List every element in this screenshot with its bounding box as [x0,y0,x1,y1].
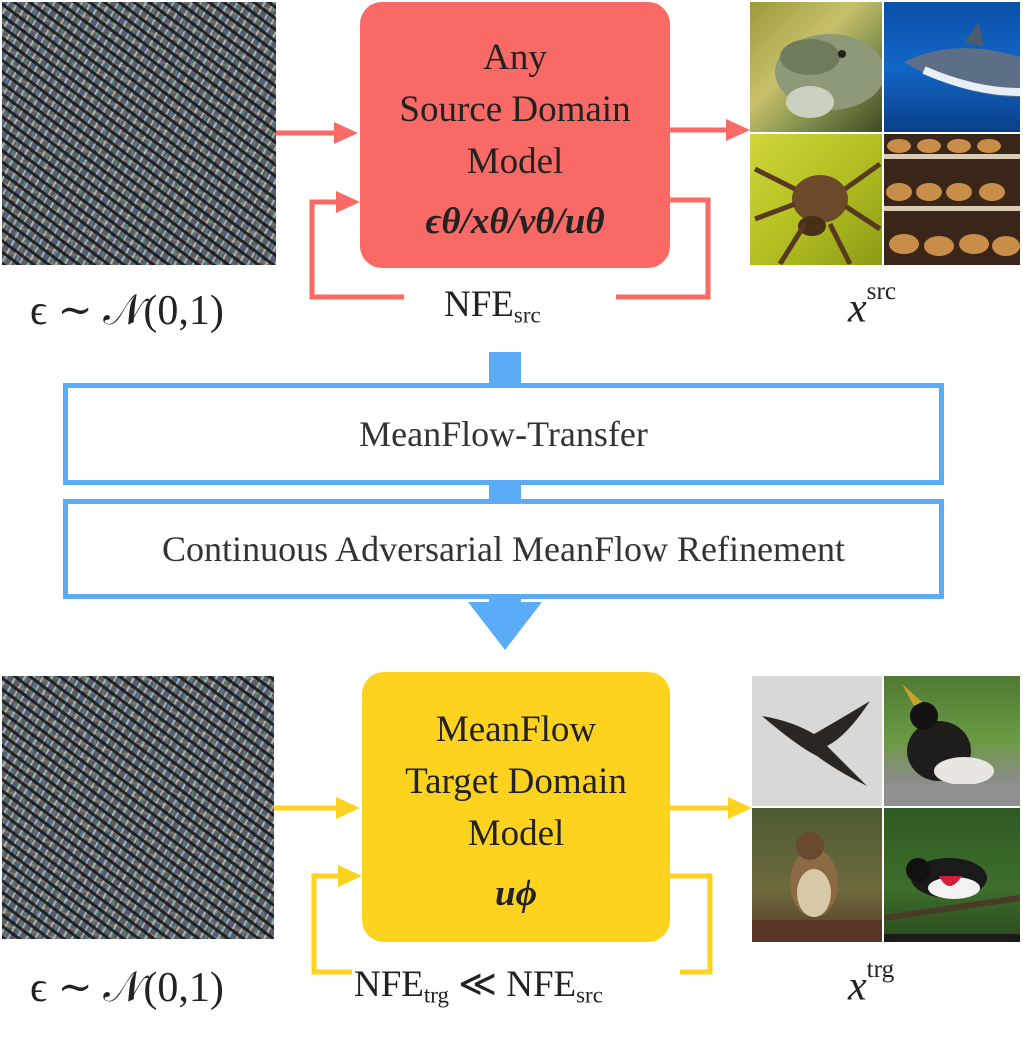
stage-1-label: MeanFlow-Transfer [359,414,648,454]
nfe-src-sub: src [513,302,541,328]
source-domain-model-box: Any Source Domain Model ϵθ/xθ/vθ/uθ [360,2,670,268]
nfe-trg-label: NFEtrg ≪ NFEsrc [354,962,603,1008]
x-trg-base: x [848,963,867,1010]
target-box-formula: uϕ [495,873,537,914]
flying-bird-photo [752,676,882,806]
nfe-relation: ≪ [458,964,497,1005]
target-box-line-1: MeanFlow [435,709,597,750]
nfe-trg-base2: NFE [506,964,577,1005]
x-src-label: xsrc [848,278,896,333]
nfe-trg-base: NFE [354,964,424,1005]
source-box-formula: ϵθ/xθ/vθ/uθ [425,201,605,242]
noise-label-target: ϵ ∼ 𝒩(0,1) [30,965,224,1011]
shark-photo [884,2,1020,132]
target-box-line-3: Model [467,813,565,854]
singing-bird-photo [884,676,1020,806]
x-src-base: x [848,285,867,332]
nfe-trg-sub2: src [576,982,603,1008]
x-trg-label: xtrg [848,956,894,1011]
iguana-photo [750,2,882,132]
x-src-sup: src [866,278,897,305]
target-box-line-2: Target Domain [405,761,627,802]
source-box-line-2: Source Domain [399,89,631,130]
noise-image-source [2,2,276,265]
stage-2-label: Continuous Adversarial MeanFlow Refineme… [162,529,845,569]
stage-meanflow-transfer: MeanFlow-Transfer [63,383,944,485]
nfe-trg-sub: trg [423,982,449,1008]
grosbeak-photo [884,808,1020,942]
source-box-line-1: Any [483,37,547,78]
noise-label-source: ϵ ∼ 𝒩(0,1) [30,288,224,334]
bakery-photo [884,134,1020,265]
x-trg-sup: trg [866,956,895,983]
nfe-src-base: NFE [444,284,514,325]
stage-adversarial-refinement: Continuous Adversarial MeanFlow Refineme… [63,499,944,599]
target-domain-model-box: MeanFlow Target Domain Model uϕ [362,672,670,942]
source-box-line-3: Model [466,141,564,182]
spider-photo [750,134,882,265]
nfe-src-label: NFEsrc [444,283,541,328]
sparrow-photo [752,808,882,942]
noise-image-target [2,676,274,939]
